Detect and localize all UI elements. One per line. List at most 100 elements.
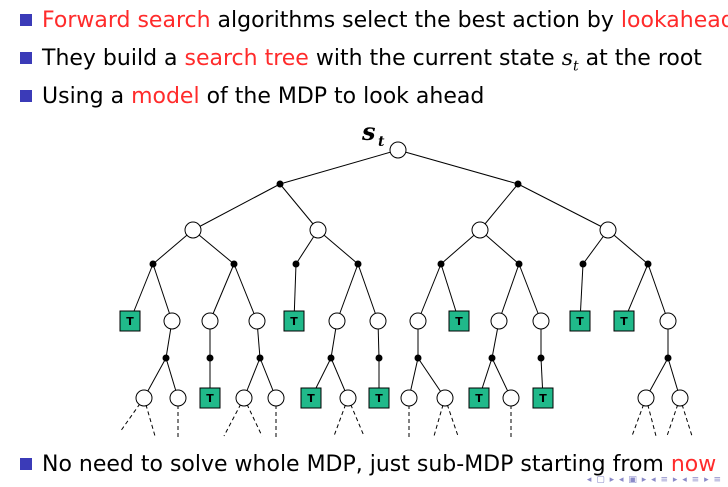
action-node (437, 260, 445, 268)
bullet-3-text: Using a model of the MDP to look ahead (42, 84, 484, 109)
terminal-node (283, 310, 305, 332)
terminal-label: T (455, 315, 463, 328)
state-node (267, 389, 285, 407)
state-node (201, 312, 219, 330)
state-node (409, 312, 427, 330)
bullet-2: They build a search tree with the curren… (20, 46, 702, 79)
math-subscript: t (572, 58, 579, 75)
bottom-bullet-text: No need to solve whole MDP, just sub-MDP… (42, 452, 716, 477)
action-node (230, 260, 238, 268)
state-node (169, 389, 187, 407)
tree-edge (209, 263, 235, 322)
state-node (369, 312, 387, 330)
state-node (328, 312, 346, 330)
highlighted-text: lookahead (620, 8, 728, 33)
state-node (637, 389, 655, 407)
state-node (400, 389, 418, 407)
terminal-label: T (375, 392, 383, 405)
tree-edge (357, 263, 379, 322)
highlighted-text: search tree (184, 46, 309, 71)
state-node (490, 312, 508, 330)
terminal-label: T (475, 392, 483, 405)
terminal-label: T (126, 315, 134, 328)
tree-edge (479, 229, 520, 265)
text-segment: Using a (42, 84, 132, 109)
action-node (644, 260, 652, 268)
state-node (502, 389, 520, 407)
tree-edge (517, 183, 609, 231)
state-node (309, 221, 327, 239)
state-node (339, 389, 357, 407)
root-state-subscript: t (378, 134, 385, 150)
terminal-node (119, 310, 141, 332)
text-segment: algorithms select the best action by (210, 8, 621, 33)
state-node (135, 389, 153, 407)
bullet-square-icon (20, 90, 32, 102)
bullet-square-icon (20, 52, 32, 64)
terminal-label: T (539, 392, 547, 405)
action-node (162, 354, 170, 362)
action-node (488, 354, 496, 362)
root-state-label: s (361, 117, 376, 146)
tree-edge (279, 149, 399, 185)
text-segment: with the current state (308, 46, 562, 71)
action-node (327, 354, 335, 362)
action-node (514, 180, 522, 188)
bullet-1: Forward search algorithms select the bes… (20, 8, 728, 34)
text-segment: They build a (42, 46, 185, 71)
action-node (537, 354, 545, 362)
bullet-square-icon (20, 14, 32, 26)
bullet-square-icon (20, 458, 32, 470)
action-node (375, 354, 383, 362)
action-node (414, 354, 422, 362)
terminal-node (368, 387, 390, 409)
tree-edge (336, 263, 359, 322)
terminal-node (199, 387, 221, 409)
highlighted-text: now (670, 452, 717, 477)
tree-edge (479, 183, 519, 231)
terminal-node (532, 387, 554, 409)
tree-edge (607, 229, 649, 265)
tree-edge (152, 229, 194, 265)
terminal-node (300, 387, 322, 409)
terminal-node (569, 310, 591, 332)
state-node (532, 312, 550, 330)
highlighted-text: Forward search (42, 8, 211, 33)
tree-edge (317, 229, 359, 265)
beamer-navigation-icons[interactable]: ◂ ▢ ▸ ◂ ▣ ▸ ◂ ≡ ▸ ◂ ≡ ▸ ≡ (586, 475, 722, 485)
bullet-2-text: They build a search tree with the curren… (42, 46, 702, 75)
action-node (354, 260, 362, 268)
terminal-label: T (620, 315, 628, 328)
state-node (659, 312, 677, 330)
tree-edge (518, 263, 542, 322)
text-segment: of the MDP to look ahead (199, 84, 485, 109)
tree-edge (192, 183, 281, 231)
action-node (206, 354, 214, 362)
action-node (276, 180, 284, 188)
bullet-1-text: Forward search algorithms select the bes… (42, 8, 728, 33)
terminal-node (613, 310, 635, 332)
action-node (579, 260, 587, 268)
state-node (389, 141, 407, 159)
state-node (184, 221, 202, 239)
tree-edge (279, 183, 319, 231)
tree-edge (417, 263, 442, 322)
bottom-bullet: No need to solve whole MDP, just sub-MDP… (20, 452, 716, 478)
state-node (471, 221, 489, 239)
tree-edge (440, 229, 481, 265)
terminal-label: T (290, 315, 298, 328)
state-node (671, 389, 689, 407)
state-node (163, 312, 181, 330)
action-node (664, 354, 672, 362)
tree-edge (233, 263, 258, 322)
state-node (599, 221, 617, 239)
math-symbol: st (561, 46, 579, 75)
action-node (256, 354, 264, 362)
terminal-label: T (576, 315, 584, 328)
action-node (515, 260, 523, 268)
tree-edge (152, 263, 173, 322)
tree-edge (498, 263, 520, 322)
tree-edge (647, 263, 669, 322)
terminal-label: T (307, 392, 315, 405)
terminal-node (448, 310, 470, 332)
